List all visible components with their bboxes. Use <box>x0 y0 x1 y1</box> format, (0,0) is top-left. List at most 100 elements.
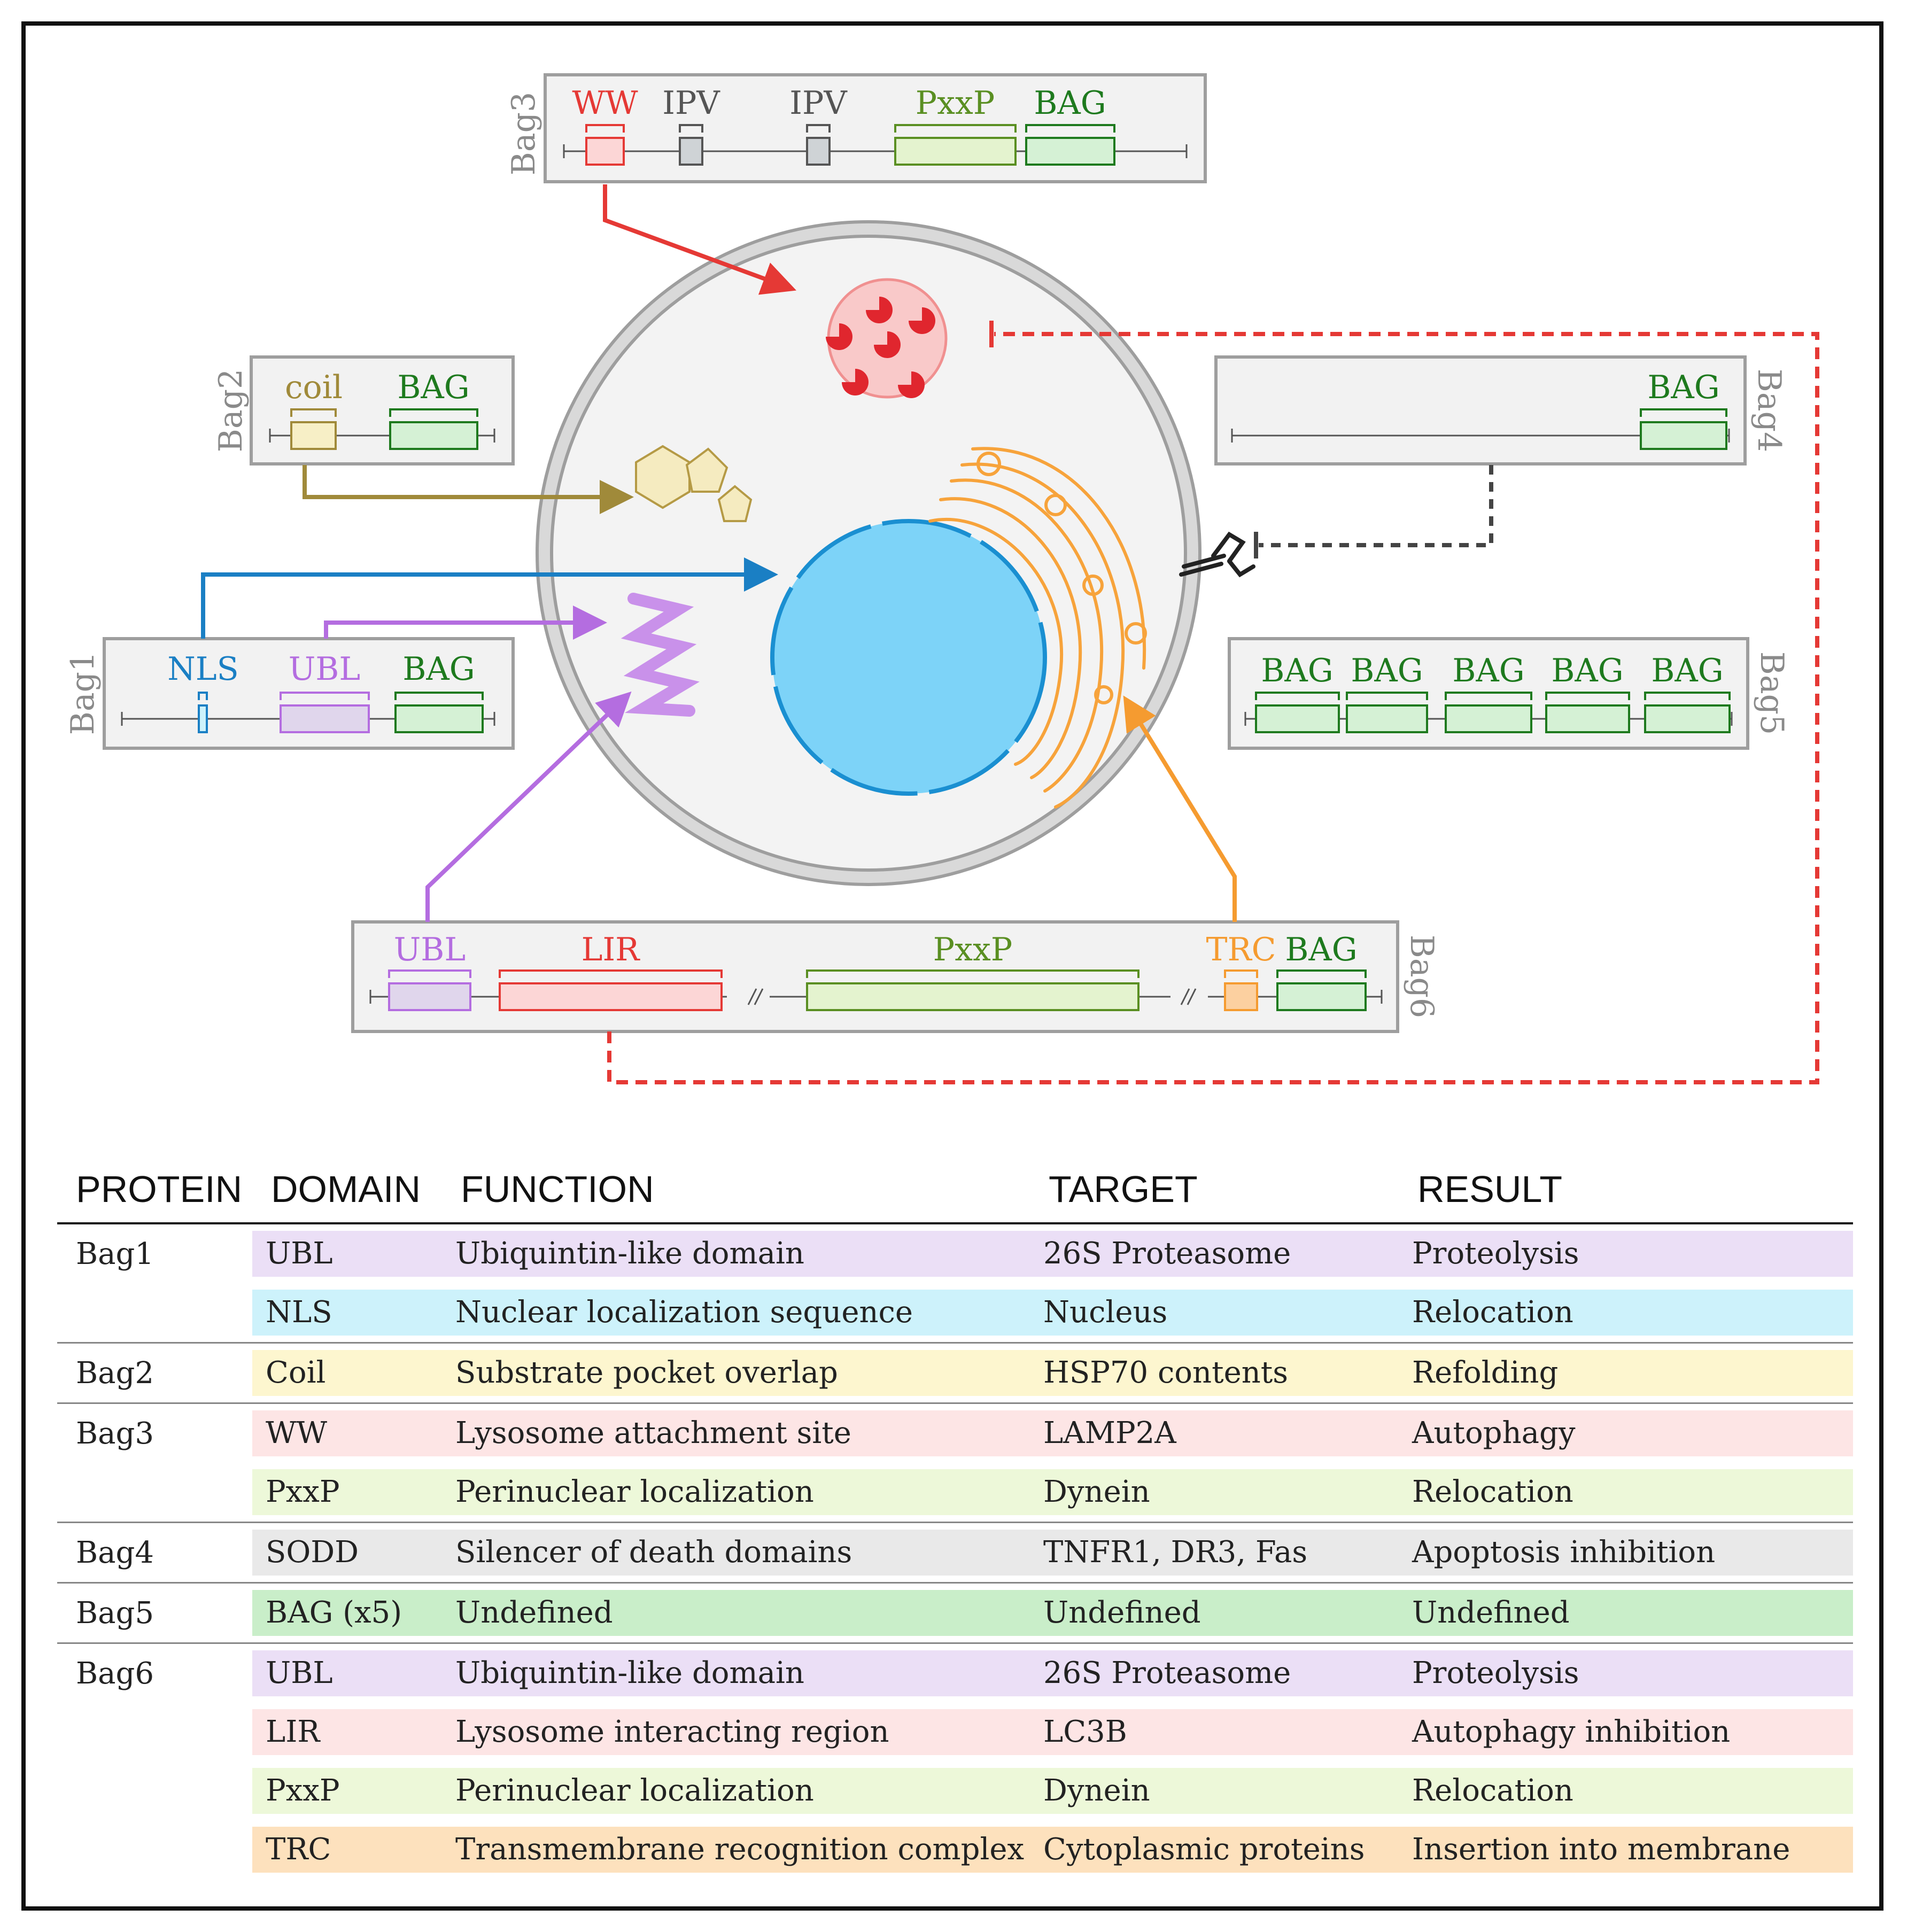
result-cell: Apoptosis inhibition <box>1399 1522 1853 1583</box>
target-cell: Undefined <box>1030 1582 1399 1643</box>
result-text: Autophagy inhibition <box>1399 1709 1853 1755</box>
result-text: Relocation <box>1399 1768 1853 1814</box>
protein-cell: Bag5 <box>57 1582 252 1643</box>
result-cell: Autophagy <box>1399 1402 1853 1463</box>
bag5-label: Bag5 <box>1753 651 1790 735</box>
result-cell: Proteolysis <box>1399 1223 1853 1283</box>
function-cell: Silencer of death domains <box>442 1522 1030 1583</box>
arrows <box>201 184 1237 922</box>
target-text: 26S Proteasome <box>1030 1650 1399 1696</box>
target-text: LC3B <box>1030 1709 1399 1755</box>
bag3-ipv2-label: IPV <box>789 84 848 122</box>
bag5-bag-label: BAG <box>1651 652 1723 689</box>
target-text: Cytoplasmic proteins <box>1030 1827 1399 1873</box>
result-cell: Undefined <box>1399 1582 1853 1643</box>
bag3-ww-label: WW <box>572 84 638 122</box>
bag1-ubl-to-ribbon-arrow <box>324 606 607 640</box>
bag6-trc-domain <box>1224 982 1258 1011</box>
target-cell: Dynein <box>1030 1762 1399 1820</box>
bag6-domain-map: Bag6 UBL LIR PxxP TRC BAG <box>351 920 1440 1033</box>
bag3-label: Bag3 <box>505 92 542 175</box>
target-text: 26S Proteasome <box>1030 1231 1399 1277</box>
header-function: FUNCTION <box>442 1168 1030 1224</box>
bag6-pxxp-domain <box>806 982 1139 1011</box>
bag5-bag-label: BAG <box>1551 652 1623 689</box>
bag1-label: Bag1 <box>64 651 102 735</box>
result-text: Relocation <box>1399 1469 1853 1515</box>
result-cell: Relocation <box>1399 1762 1853 1820</box>
bag6-bag-label: BAG <box>1285 931 1357 968</box>
function-text: Lysosome interacting region <box>442 1709 1030 1755</box>
function-cell: Substrate pocket overlap <box>442 1342 1030 1403</box>
header-result: RESULT <box>1399 1168 1853 1224</box>
bag3-ww-domain <box>585 137 625 166</box>
function-cell: Nuclear localization sequence <box>442 1283 1030 1343</box>
bag6-lir-label: LIR <box>582 931 641 968</box>
bag1-bag-label: BAG <box>402 650 475 688</box>
bag5-bag-domain <box>1255 704 1340 733</box>
bag2-coil-domain <box>290 421 337 450</box>
target-text: Nucleus <box>1030 1290 1399 1336</box>
domain-text: UBL <box>252 1231 442 1277</box>
target-cell: TNFR1, DR3, Fas <box>1030 1522 1399 1583</box>
bag4-inhibits-receptor <box>1259 465 1493 547</box>
bag1-nls-label: NLS <box>167 650 238 688</box>
target-text: HSP70 contents <box>1030 1350 1399 1396</box>
target-text: Dynein <box>1030 1768 1399 1814</box>
bag1-domain-map: Bag1 NLS UBL BAG <box>64 637 515 750</box>
domain-cell: LIR <box>252 1703 442 1762</box>
domain-cell: UBL <box>252 1223 442 1283</box>
bag4-label: Bag4 <box>1750 369 1788 452</box>
target-cell: HSP70 contents <box>1030 1342 1399 1403</box>
protein-aggregates <box>635 445 753 522</box>
result-cell: Relocation <box>1399 1283 1853 1343</box>
domain-cell: WW <box>252 1402 442 1463</box>
bag1-ubl-domain <box>280 704 370 733</box>
result-cell: Relocation <box>1399 1463 1853 1523</box>
result-text: Apoptosis inhibition <box>1399 1530 1853 1576</box>
target-cell: Cytoplasmic proteins <box>1030 1820 1399 1879</box>
target-cell: 26S Proteasome <box>1030 1223 1399 1283</box>
domain-cell: SODD <box>252 1522 442 1583</box>
protein-cell <box>57 1820 252 1879</box>
bag-summary-table: PROTEIN DOMAIN FUNCTION TARGET RESULT Ba… <box>57 1168 1853 1879</box>
bag5-bag-domain <box>1445 704 1532 733</box>
domain-text: PxxP <box>252 1768 442 1814</box>
protein-cell: Bag2 <box>57 1342 252 1403</box>
bag2-label: Bag2 <box>212 369 250 452</box>
function-text: Nuclear localization sequence <box>442 1290 1030 1336</box>
domain-cell: NLS <box>252 1283 442 1343</box>
bag5-domain-map: Bag5 BAG BAG BAG BAG BAG <box>1228 637 1790 750</box>
target-cell: 26S Proteasome <box>1030 1642 1399 1703</box>
function-cell: Lysosome interacting region <box>442 1703 1030 1762</box>
target-text: LAMP2A <box>1030 1410 1399 1456</box>
target-cell: Dynein <box>1030 1463 1399 1523</box>
bag5-bag-domain <box>1644 704 1731 733</box>
function-text: Ubiquintin-like domain <box>442 1231 1030 1277</box>
bag2-coil-label: coil <box>285 369 343 406</box>
function-text: Lysosome attachment site <box>442 1410 1030 1456</box>
bag5-bag-label: BAG <box>1351 652 1423 689</box>
function-text: Substrate pocket overlap <box>442 1350 1030 1396</box>
domain-text: PxxP <box>252 1469 442 1515</box>
bag1-nls-to-nucleus-arrow <box>201 557 778 639</box>
function-cell: Ubiquintin-like domain <box>442 1642 1030 1703</box>
domain-text: SODD <box>252 1530 442 1576</box>
target-cell: Nucleus <box>1030 1283 1399 1343</box>
bag5-bag-label: BAG <box>1452 652 1524 689</box>
bag-family-diagram: Bag3 WW IPV IPV PxxP BAG Bag2 coil BAG <box>64 73 1819 1084</box>
protein-cell <box>57 1703 252 1762</box>
domain-text: NLS <box>252 1290 442 1336</box>
bag6-lir-inhibits-lysosome <box>607 332 1819 1084</box>
function-text: Ubiquintin-like domain <box>442 1650 1030 1696</box>
function-cell: Ubiquintin-like domain <box>442 1223 1030 1283</box>
protein-cell: Bag3 <box>57 1402 252 1463</box>
domain-cell: BAG (x5) <box>252 1582 442 1643</box>
